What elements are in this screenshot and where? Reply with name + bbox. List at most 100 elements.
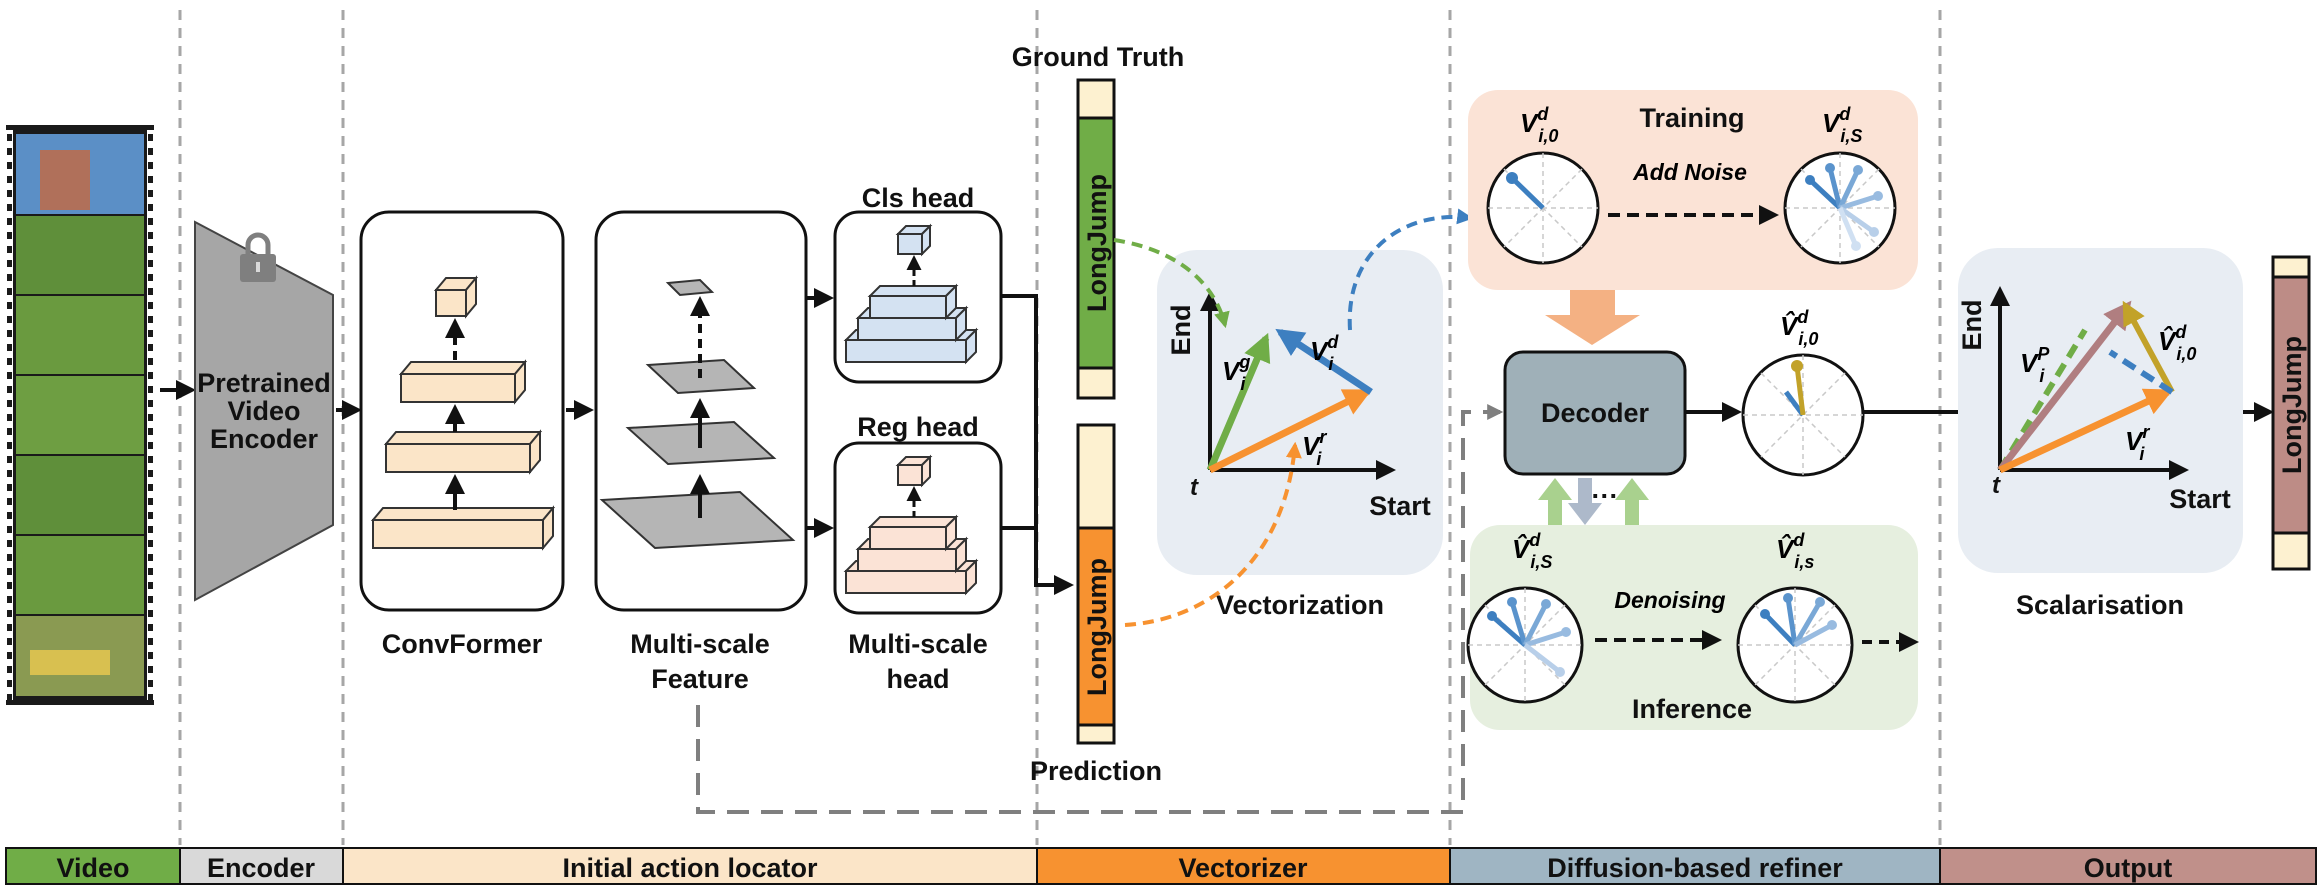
vectorization-label: Vectorization	[1216, 590, 1384, 620]
stage-output	[1939, 847, 2317, 885]
film-sprockets	[7, 134, 153, 701]
film-sprocket-hole	[148, 638, 153, 645]
film-sprocket-hole	[7, 414, 12, 421]
film-sprocket-hole	[148, 442, 153, 449]
vec-prediction-vector	[1208, 388, 1373, 474]
film-sprocket-hole	[148, 470, 153, 477]
lock-icon	[240, 232, 276, 282]
vectorization-panel	[1157, 250, 1443, 575]
vec-axis-end: End	[1166, 305, 1196, 356]
film-sprocket-hole	[148, 232, 153, 239]
out-axis-t: t	[1992, 472, 2001, 499]
film-sprocket-hole	[148, 316, 153, 323]
film-sprocket-hole	[7, 680, 12, 687]
film-sprocket-hole	[148, 358, 153, 365]
film-sprocket-hole	[7, 204, 12, 211]
film-sprocket-hole	[148, 246, 153, 253]
ground-truth-label: Ground Truth	[1012, 42, 1184, 72]
vec-axis-t: t	[1190, 474, 1199, 501]
prediction-bar: LongJump	[1076, 423, 1116, 745]
film-sprocket-hole	[148, 680, 153, 687]
feature-to-decoder-connector	[696, 404, 1504, 814]
decoder-label: Decoder	[1541, 398, 1650, 428]
film-sprocket-hole	[148, 414, 153, 421]
pretrained-video-encoder: Pretrained Video Encoder	[194, 220, 334, 602]
out-prediction-vector	[1998, 388, 2174, 474]
output-class: LongJump	[2277, 336, 2307, 474]
msfeat-label-2: Feature	[651, 664, 749, 694]
stage-initial-action-locator	[342, 847, 1038, 885]
film-sprocket-hole	[148, 456, 153, 463]
training-clock-noisy	[1783, 151, 1897, 265]
convformer-label: ConvFormer	[382, 629, 543, 659]
film-sprocket-hole	[148, 554, 153, 561]
film-sprocket-hole	[148, 484, 153, 491]
reg-head-block	[833, 441, 1003, 615]
stage-encoder-label: Encoder	[207, 853, 316, 883]
film-sprocket-hole	[7, 344, 12, 351]
out-refined-vector	[1997, 300, 2132, 473]
film-sprocket-hole	[7, 190, 12, 197]
film-sprocket-hole	[7, 288, 12, 295]
film-sprocket-hole	[7, 386, 12, 393]
film-sprocket-hole	[7, 358, 12, 365]
decoder-output-clock	[1741, 353, 1865, 477]
film-sprocket-hole	[148, 204, 153, 211]
film-sprocket-hole	[148, 428, 153, 435]
training-to-decoder-arrow	[1545, 290, 1640, 345]
film-sprocket-hole	[148, 302, 153, 309]
inference-up-arrow-1	[1538, 478, 1572, 525]
film-sprocket-hole	[7, 302, 12, 309]
scalarisation-label: Scalarisation	[2016, 590, 2184, 620]
film-sprocket-hole	[7, 540, 12, 547]
out-initial-offset	[2108, 349, 2174, 395]
scalarisation-axes	[1990, 286, 2189, 480]
film-sprocket-hole	[7, 232, 12, 239]
film-sprocket-hole	[148, 512, 153, 519]
film-sprocket-hole	[148, 330, 153, 337]
gt-to-vector-connector	[1113, 238, 1230, 329]
stage-locator-label: Initial action locator	[562, 853, 818, 883]
film-sprocket-hole	[148, 176, 153, 183]
decoder-down-arrow	[1568, 478, 1602, 525]
film-sprocket-hole	[148, 596, 153, 603]
film-sprocket-hole	[148, 260, 153, 267]
film-sprocket-hole	[148, 694, 153, 701]
vector-to-training-connector	[1347, 208, 1474, 331]
film-sprocket-hole	[148, 526, 153, 533]
stage-vectorizer	[1036, 847, 1451, 885]
film-sprocket-hole	[7, 428, 12, 435]
stage-video-label: Video	[56, 853, 129, 883]
film-sprocket-hole	[7, 134, 12, 141]
film-sprocket-hole	[148, 372, 153, 379]
film-sprocket-hole	[148, 652, 153, 659]
film-sprocket-hole	[7, 498, 12, 505]
film-sprocket-hole	[7, 456, 12, 463]
multi-scale-feature-block	[594, 210, 808, 612]
stage-bar: Video Encoder Initial action locator Vec…	[5, 847, 2317, 885]
film-sprocket-hole	[148, 624, 153, 631]
film-sprocket-hole	[7, 526, 12, 533]
stage-diffusion-refiner	[1449, 847, 1941, 885]
prediction-label: Prediction	[1030, 756, 1162, 786]
film-sprocket-hole	[148, 190, 153, 197]
film-sprocket-hole	[7, 512, 12, 519]
scalarisation-panel	[1958, 248, 2243, 573]
stage-refiner-label: Diffusion-based refiner	[1547, 853, 1843, 883]
film-sprocket-hole	[148, 274, 153, 281]
vec-axis-start: Start	[1369, 491, 1431, 521]
out-refined-offset	[2122, 300, 2175, 394]
film-sprocket-hole	[7, 610, 12, 617]
film-sprocket-hole	[148, 666, 153, 673]
film-sprocket-hole	[7, 274, 12, 281]
stage-vectorizer-label: Vectorizer	[1178, 853, 1308, 883]
training-clock-start	[1486, 151, 1600, 265]
convformer-block	[359, 210, 565, 612]
film-sprocket-hole	[148, 288, 153, 295]
